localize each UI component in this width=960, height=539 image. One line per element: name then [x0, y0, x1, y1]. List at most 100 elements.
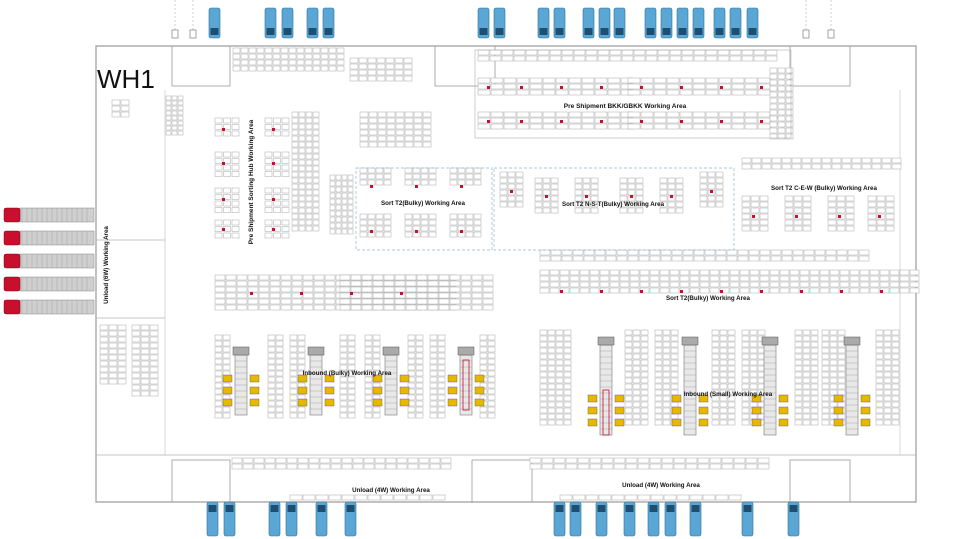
rack-cell: [407, 364, 416, 371]
rack-cell: [457, 219, 466, 226]
rack-cell: [222, 358, 231, 365]
rack-cell: [449, 298, 461, 305]
rack-cell: [335, 198, 342, 205]
rack-cell: [280, 47, 289, 54]
rack-cell: [272, 65, 281, 72]
rack-cell: [539, 383, 548, 390]
rack-cell: [555, 401, 564, 408]
rack-cell: [149, 372, 159, 379]
rack-cell: [802, 377, 811, 384]
forklift: [447, 386, 458, 395]
rack-cell: [358, 75, 368, 82]
rack-cell: [347, 222, 354, 229]
truck-cab: [324, 28, 333, 35]
marker: [370, 230, 373, 233]
rack-cell: [585, 55, 598, 62]
rack-cell: [632, 401, 641, 408]
rack-cell: [627, 117, 641, 124]
rack-cell: [267, 376, 276, 383]
rack-cell: [479, 364, 488, 371]
forklift: [324, 386, 335, 395]
rack-cell: [761, 163, 772, 170]
rack-cell: [836, 225, 846, 232]
rack-cell: [624, 341, 633, 348]
rack-cell: [550, 177, 559, 184]
rack-cell: [741, 219, 751, 226]
rack-cell: [837, 347, 846, 354]
rack-cell: [225, 298, 237, 305]
rack-cell: [590, 207, 599, 214]
rack-cell: [879, 269, 890, 276]
rack-cell: [692, 111, 706, 118]
rack-cell: [236, 274, 248, 281]
rack-block: [214, 187, 240, 213]
rack-block: [875, 329, 900, 426]
rack-cell: [784, 195, 794, 202]
forklift: [860, 406, 871, 415]
rack-cell: [811, 157, 822, 164]
rack-cell: [354, 494, 368, 501]
rack-cell: [607, 123, 621, 130]
rack-cell: [288, 59, 297, 66]
rack-cell: [449, 167, 458, 174]
rack-cell: [811, 163, 822, 170]
rack-cell: [404, 123, 414, 130]
rack-cell: [885, 195, 895, 202]
rack-cell: [140, 348, 150, 355]
rack-cell: [418, 463, 430, 470]
rack-cell: [242, 463, 254, 470]
rack-cell: [223, 219, 231, 226]
rack-cell: [232, 59, 241, 66]
rack-cell: [364, 352, 373, 359]
rack-cell: [541, 463, 554, 470]
rack-block: [741, 195, 769, 232]
rack-cell: [654, 329, 663, 336]
rack-cell: [669, 275, 680, 282]
rack-cell: [574, 183, 583, 190]
rack-cell: [108, 330, 118, 337]
rack-cell: [407, 370, 416, 377]
rack-cell: [297, 406, 306, 413]
truck-blue: [268, 501, 281, 537]
rack-cell: [140, 336, 150, 343]
truck-blue: [344, 501, 357, 537]
rack-cell: [632, 335, 641, 342]
rack-cell: [662, 395, 671, 402]
rack-cell: [273, 130, 281, 137]
rack-cell: [312, 65, 321, 72]
rack-cell: [99, 342, 109, 349]
forklift: [249, 374, 260, 383]
rack-cell: [590, 201, 599, 208]
rack-cell: [177, 125, 184, 131]
rack-cell: [802, 207, 812, 214]
rack-cell: [305, 207, 313, 214]
rack-cell: [802, 213, 812, 220]
rack-cell: [422, 141, 432, 148]
rack-cell: [769, 269, 780, 276]
rack-cell: [490, 83, 504, 90]
rack-cell: [867, 225, 877, 232]
rack-cell: [769, 121, 778, 128]
rack-cell: [416, 280, 428, 287]
rack-cell: [335, 174, 342, 181]
rack-cell: [581, 83, 595, 90]
rack-cell: [601, 457, 614, 464]
rack-cell: [559, 494, 573, 501]
rack-cell: [699, 171, 708, 178]
rack-cell: [324, 280, 336, 287]
rack-cell: [837, 329, 846, 336]
marker: [222, 228, 225, 231]
rack-cell: [367, 179, 376, 186]
rack-cell: [741, 225, 751, 232]
marker: [840, 290, 843, 293]
rack-cell: [709, 287, 720, 294]
rack-cell: [264, 226, 273, 232]
rack-cell: [336, 53, 345, 60]
rack-cell: [555, 111, 569, 118]
rack-cell: [670, 353, 679, 360]
rack-cell: [609, 269, 620, 276]
forklift: [474, 398, 485, 407]
rack-cell: [386, 135, 396, 142]
rack-cell: [350, 298, 362, 305]
